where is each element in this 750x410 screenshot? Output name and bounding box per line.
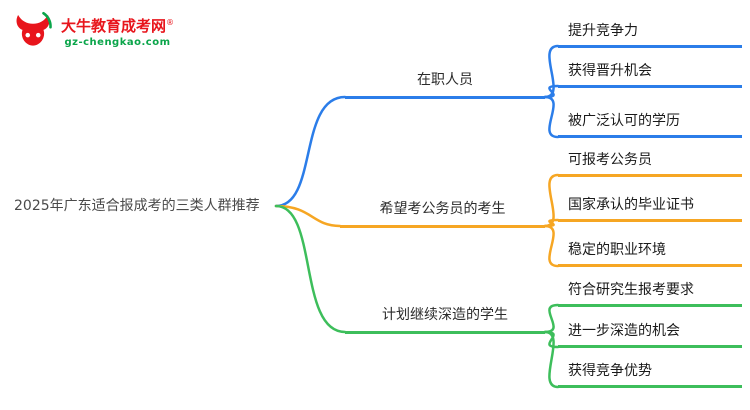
connector-branch0-leaf0 <box>543 44 560 99</box>
connector-root-branch-0 <box>274 95 347 208</box>
branch-node-further-study: 计划继续深造的学生 <box>345 305 545 334</box>
site-name: 大牛教育成考网® <box>61 17 175 35</box>
connector-branch1-leaf2 <box>543 224 560 268</box>
branch-node-civil-servant: 希望考公务员的考生 <box>340 199 545 228</box>
connector-branch0-leaf1 <box>543 84 560 99</box>
bull-logo-icon <box>12 8 54 54</box>
connector-root-branch-1 <box>274 204 342 228</box>
site-url: gz-chengkao.com <box>64 37 171 48</box>
leaf-node: 进一步深造的机会 <box>558 321 742 348</box>
connector-branch2-leaf2 <box>543 330 560 389</box>
registered-mark: ® <box>166 18 175 27</box>
leaf-node: 获得晋升机会 <box>558 61 742 88</box>
leaf-node: 国家承认的毕业证书 <box>558 195 742 222</box>
leaf-node: 获得竞争优势 <box>558 361 742 388</box>
leaf-node: 符合研究生报考要求 <box>558 280 742 307</box>
site-logo: 大牛教育成考网® gz-chengkao.com <box>12 8 174 54</box>
connector-root-branch-2 <box>274 204 347 334</box>
leaf-node: 可报考公务员 <box>558 150 742 177</box>
branch-node-employed: 在职人员 <box>345 70 545 99</box>
connector-branch0-leaf2 <box>543 95 560 139</box>
leaf-node: 被广泛认可的学历 <box>558 111 742 138</box>
connector-branch1-leaf0 <box>543 173 560 228</box>
leaf-node: 稳定的职业环境 <box>558 240 742 267</box>
leaf-node: 提升竞争力 <box>558 21 742 48</box>
root-node: 2025年广东适合报成考的三类人群推荐 <box>14 198 260 214</box>
connector-branch2-leaf0 <box>543 303 560 334</box>
